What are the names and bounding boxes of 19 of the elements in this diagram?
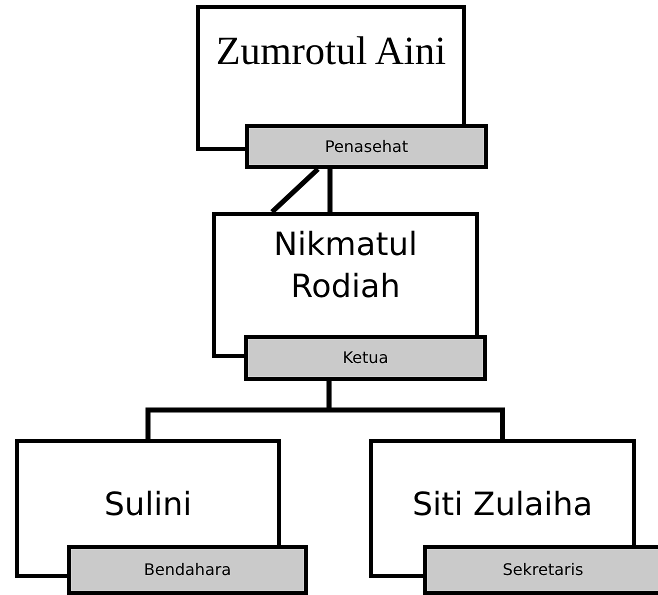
role-label-box [244, 335, 487, 381]
role-text: Penasehat [324, 136, 408, 156]
connector-line [326, 381, 505, 439]
role-text: Sekretaris [502, 560, 584, 580]
connector-line [270, 167, 320, 214]
role-label-box [67, 545, 308, 595]
role-text: Ketua [342, 348, 388, 368]
name-box [369, 439, 636, 545]
person-name: Zumrotul Aini [216, 27, 446, 75]
name-box [15, 439, 281, 545]
role-label-box [423, 545, 658, 595]
name-box [212, 212, 479, 335]
role-text: Bendahara [144, 560, 232, 580]
role-label-box [245, 124, 488, 169]
name-box [196, 5, 466, 124]
connector-line [328, 169, 332, 212]
person-name: Siti Zulaiha [411, 485, 594, 524]
person-name: Sulini [103, 485, 193, 524]
person-name: Nikmatul Rodiah [272, 224, 418, 307]
